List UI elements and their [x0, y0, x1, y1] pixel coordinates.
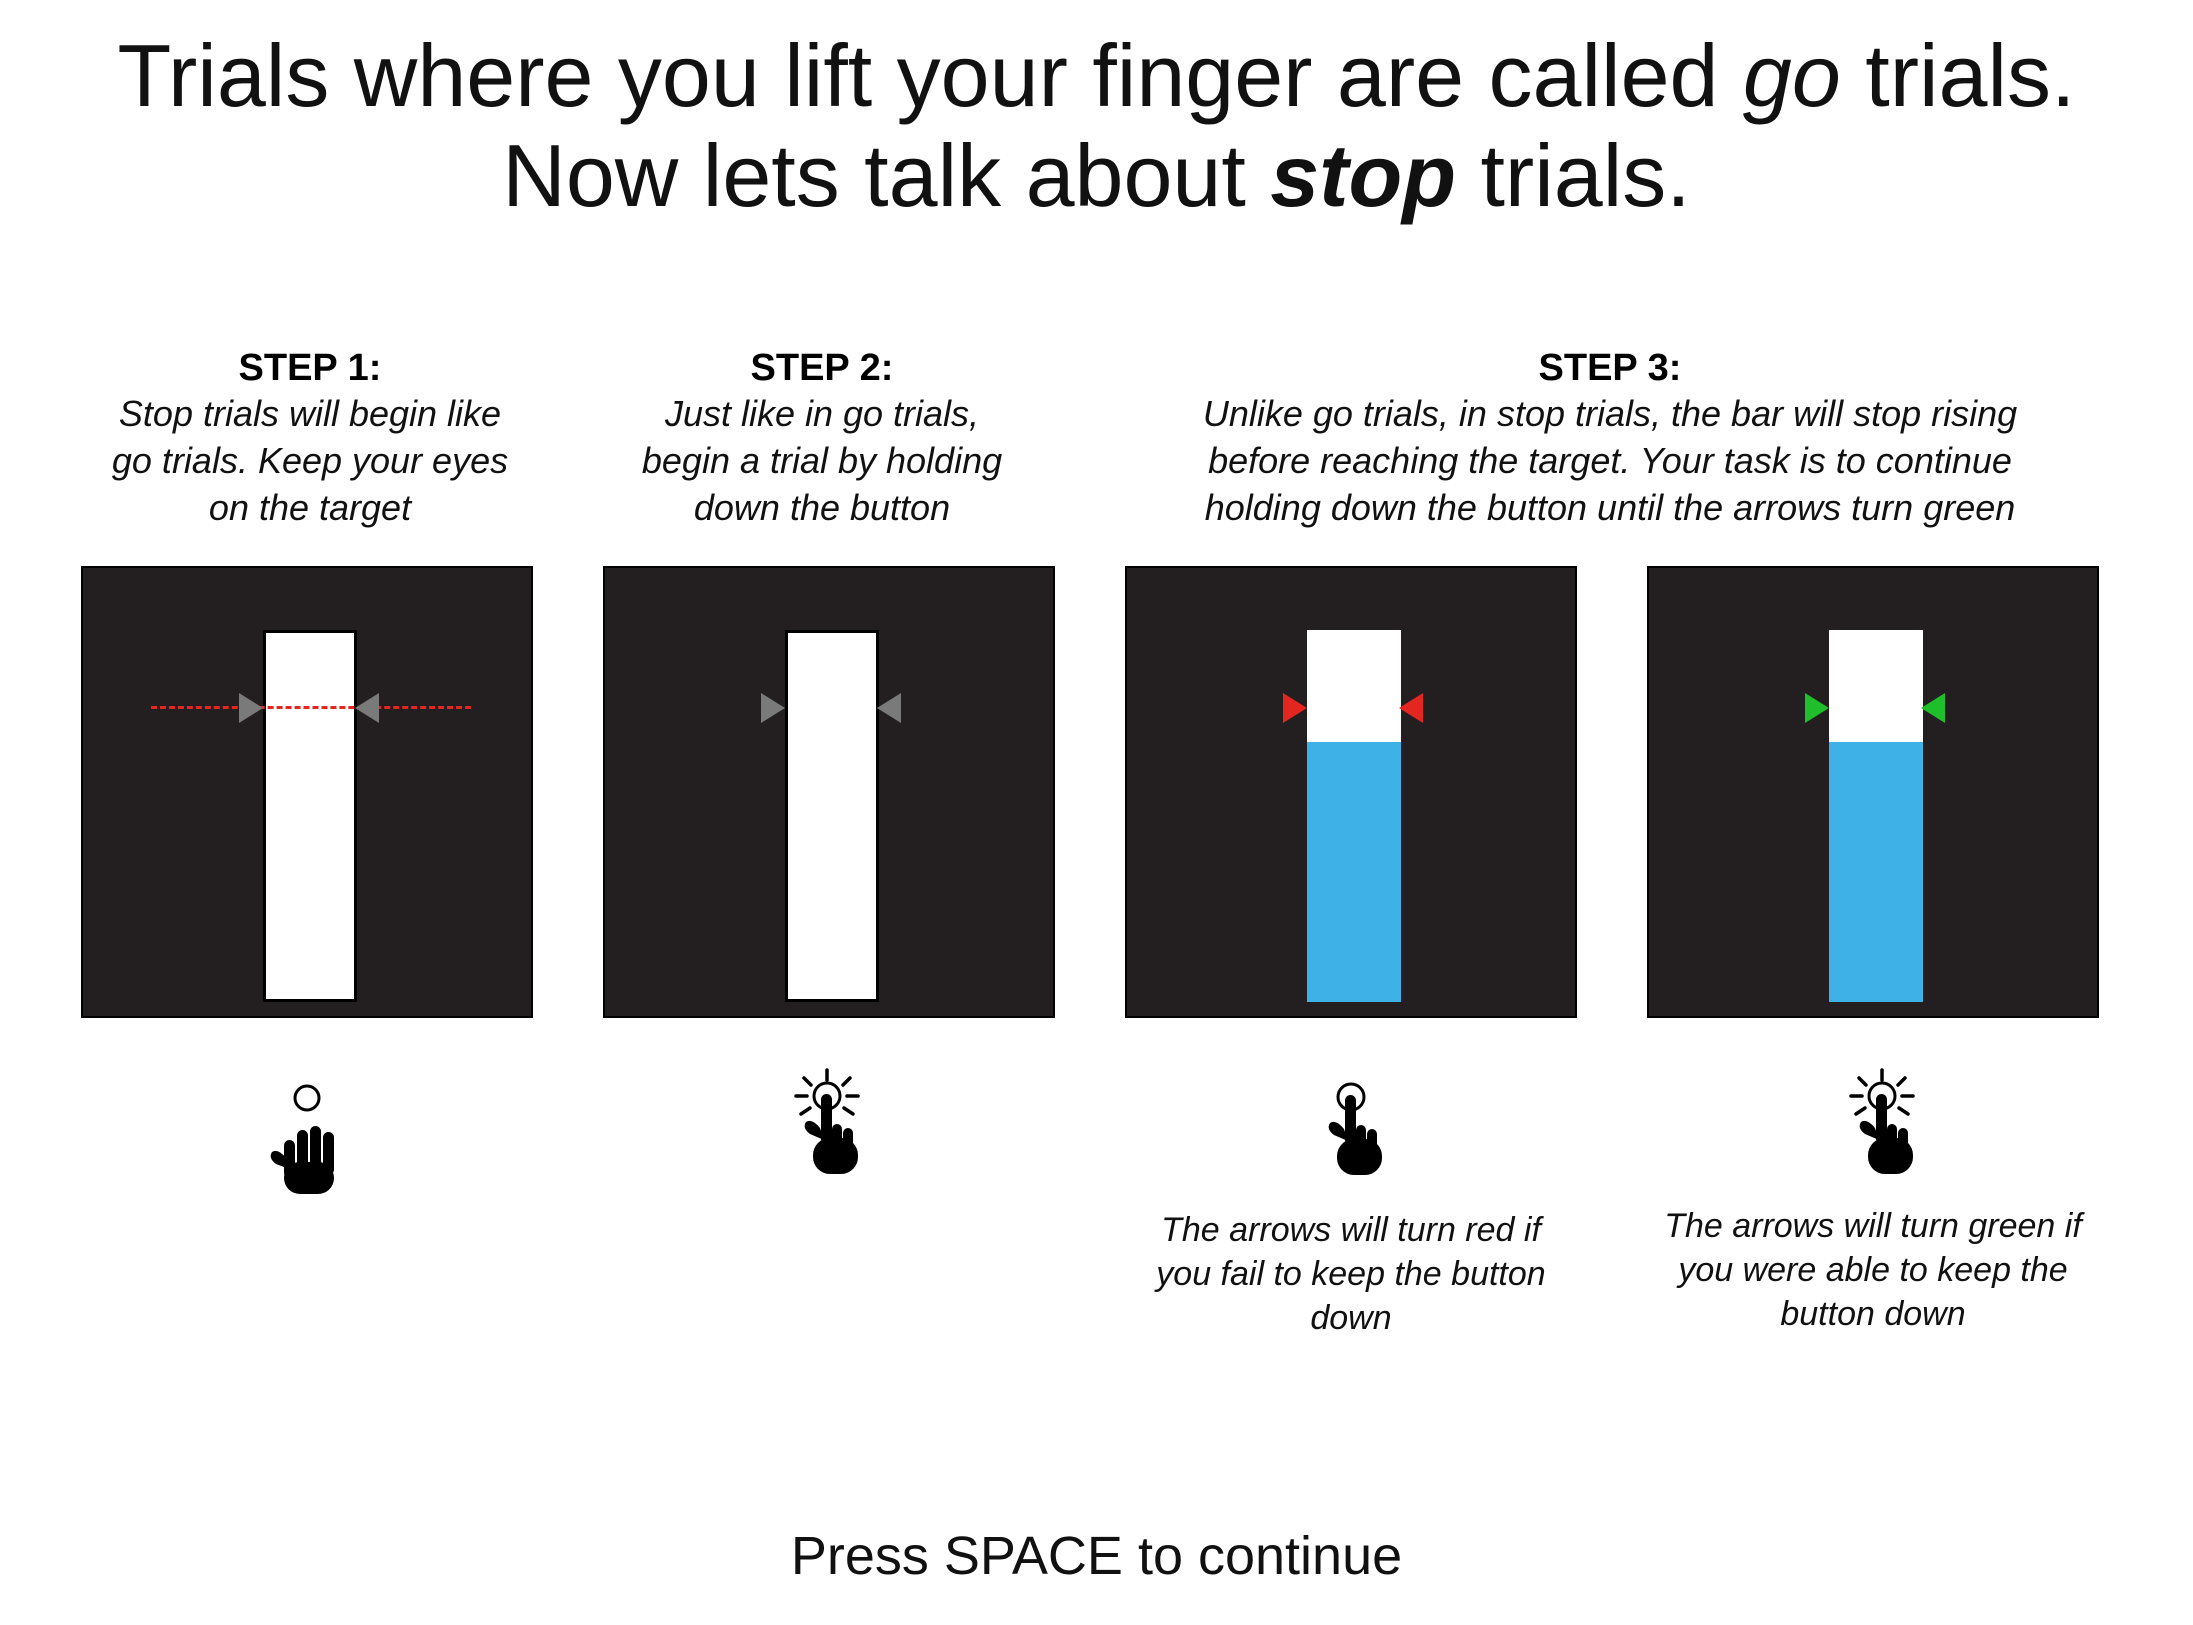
green-arrows-caption: The arrows will turn green if you were a…: [1647, 1204, 2099, 1336]
left-target-arrow-icon: [1283, 693, 1307, 723]
open-hand-icon: [262, 1078, 352, 1208]
trial-panel-step-1: [81, 566, 533, 1018]
bar-fill: [1829, 741, 1923, 1002]
red-arrows-caption: The arrows will turn red if you fail to …: [1125, 1208, 1577, 1340]
step-3-heading: STEP 3:: [1538, 347, 1682, 389]
right-target-arrow-icon: [877, 693, 901, 723]
caption-line: you fail to keep the button: [1156, 1255, 1546, 1293]
right-target-arrow-icon: [1399, 693, 1423, 723]
left-target-arrow-icon: [239, 693, 263, 723]
trial-panel-step-3-fail: [1125, 566, 1577, 1018]
step-1-line: go trials. Keep your eyes: [111, 440, 509, 481]
progress-bar: [1307, 630, 1401, 1002]
finger-pressing-icon: [780, 1068, 880, 1178]
title-text: Now lets talk about: [502, 126, 1271, 225]
finger-holding-icon: [1308, 1075, 1408, 1175]
step-1-heading: STEP 1:: [238, 347, 382, 389]
step-3-line: before reaching the target. Your task is…: [1208, 440, 2012, 481]
step-3-description: Unlike go trials, in stop trials, the ba…: [1110, 390, 2110, 531]
step-2-heading: STEP 2:: [750, 347, 894, 389]
caption-line: button down: [1780, 1295, 1966, 1333]
title-stop-emphasis: stop: [1270, 126, 1456, 225]
progress-bar: [785, 630, 879, 1002]
progress-bar: [263, 630, 357, 1002]
title-text: Trials where you lift your finger are ca…: [117, 26, 1743, 125]
left-target-arrow-icon: [1805, 693, 1829, 723]
instruction-title-line-2: Now lets talk about stop trials.: [0, 128, 2193, 224]
right-target-arrow-icon: [355, 693, 379, 723]
step-2-line: Just like in go trials,: [664, 393, 980, 434]
right-target-arrow-icon: [1921, 693, 1945, 723]
step-2-description: Just like in go trials, begin a trial by…: [552, 390, 1092, 531]
step-2-line: down the button: [693, 487, 951, 528]
instruction-title-line-1: Trials where you lift your finger are ca…: [0, 28, 2193, 124]
left-target-arrow-icon: [761, 693, 785, 723]
trial-panel-step-3-success: [1647, 566, 2099, 1018]
step-2-line: begin a trial by holding: [641, 440, 1003, 481]
finger-pressing-icon: [1835, 1068, 1935, 1178]
step-3-line: holding down the button until the arrows…: [1204, 487, 2016, 528]
bar-fill: [1307, 741, 1401, 1002]
caption-line: The arrows will turn green if: [1664, 1207, 2082, 1245]
step-1-line: Stop trials will begin like: [118, 393, 502, 434]
target-line: [151, 706, 471, 709]
step-3-line: Unlike go trials, in stop trials, the ba…: [1202, 393, 2018, 434]
caption-line: down: [1310, 1299, 1392, 1337]
step-1-description: Stop trials will begin like go trials. K…: [40, 390, 580, 531]
title-go-emphasis: go: [1742, 26, 1841, 125]
caption-line: you were able to keep the: [1678, 1251, 2068, 1289]
title-text: trials.: [1840, 26, 2076, 125]
progress-bar: [1829, 630, 1923, 1002]
title-text: trials.: [1456, 126, 1691, 225]
continue-prompt[interactable]: Press SPACE to continue: [790, 1526, 1403, 1586]
trial-panel-step-2: [603, 566, 1055, 1018]
caption-line: The arrows will turn red if: [1161, 1211, 1541, 1249]
step-1-line: on the target: [208, 487, 412, 528]
